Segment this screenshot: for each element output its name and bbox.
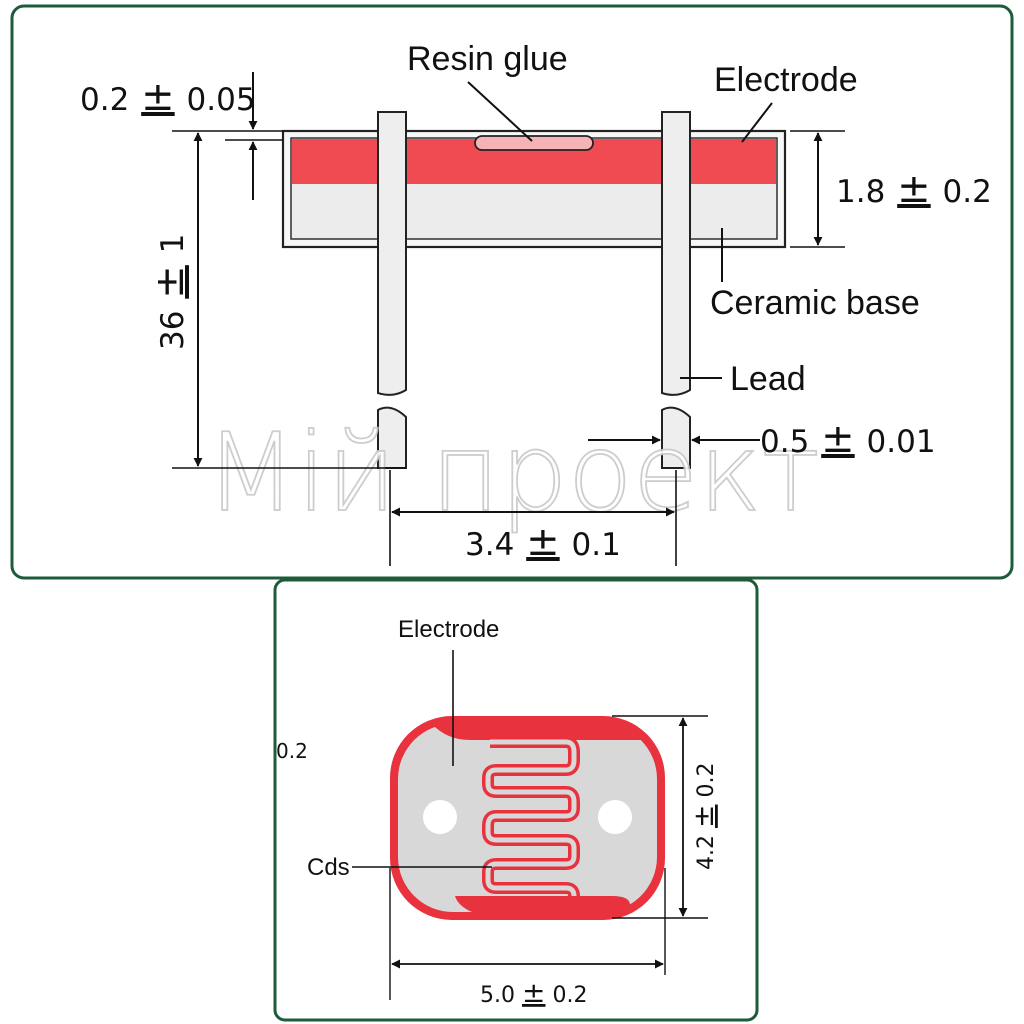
cds-track-core (485, 739, 577, 897)
label-ceramic-base: Ceramic base (710, 284, 920, 322)
dim-electrode-thickness: 0.2 ± 0.05 (80, 72, 283, 200)
dim-top-height: 4.2 ± 0.2 (612, 715, 720, 919)
pm-symbol: ± (897, 166, 931, 212)
label-resin-glue: Resin glue (407, 40, 568, 78)
dim-value: 4.2 (694, 835, 719, 870)
svg-text:1.8 ± 0.2: 1.8 ± 0.2 (836, 166, 992, 212)
dim-value: 5.0 (480, 983, 515, 1008)
dim-body-height: 1.8 ± 0.2 (790, 130, 992, 248)
lead-left (377, 111, 407, 469)
label-cds: Cds (307, 854, 350, 881)
label-lead: Lead (730, 360, 806, 398)
dim-tolerance: 0.2 (552, 983, 587, 1008)
dim-lead-length: 36 ± 1 (147, 132, 406, 469)
pm-symbol: ± (522, 976, 545, 1009)
dim-value: 3.4 (465, 527, 514, 563)
side-view-panel: Mій проект Resin glue Electrode Ceramic … (10, 4, 1014, 580)
lead-hole-left (423, 800, 457, 834)
svg-text:4.2 ± 0.2: 4.2 ± 0.2 (687, 763, 720, 870)
pm-symbol: ± (526, 519, 560, 565)
svg-text:36 ± 1: 36 ± 1 (147, 234, 193, 350)
electrode-band-bottom (455, 896, 630, 912)
dim-tolerance: 0.05 (187, 82, 256, 118)
lead-right (661, 111, 691, 469)
pm-symbol: ± (147, 265, 193, 299)
dim-tolerance: 0.1 (572, 527, 621, 563)
label-electrode: Electrode (714, 61, 858, 99)
svg-text:0.2 ± 0.05: 0.2 ± 0.05 (80, 74, 256, 120)
svg-text:3.4 ± 0.1: 3.4 ± 0.1 (465, 519, 621, 565)
dim-tolerance: 0.2 (943, 174, 992, 210)
top-view-panel: Electrode Cds 0.2 4.2 ± 0.2 5.0 ± (273, 578, 759, 1022)
dim-value: 36 (155, 311, 191, 350)
lead-hole-right (598, 800, 632, 834)
electrode-band-top (432, 724, 646, 740)
svg-text:5.0 ± 0.2: 5.0 ± 0.2 (480, 976, 587, 1009)
dim-tolerance: 0.2 (694, 763, 719, 798)
pm-symbol: ± (141, 74, 175, 120)
dim-value: 1.8 (836, 174, 885, 210)
svg-text:0.5 ± 0.01: 0.5 ± 0.01 (760, 416, 936, 462)
dim-lead-pitch: 3.4 ± 0.1 (389, 470, 677, 566)
leader-resin-glue (467, 81, 533, 142)
dim-tolerance: 1 (155, 234, 191, 254)
dim-lead-width: 0.5 ± 0.01 (588, 416, 936, 462)
resin-glue (474, 135, 594, 151)
pm-symbol: ± (687, 805, 720, 828)
watermark: Mій проект (205, 411, 820, 536)
dim-value: 0.5 (760, 424, 809, 460)
label-stray-value: 0.2 (276, 739, 308, 763)
pm-symbol: ± (821, 416, 855, 462)
label-top-electrode: Electrode (398, 616, 499, 643)
dim-tolerance: 0.01 (867, 424, 936, 460)
dim-top-width: 5.0 ± 0.2 (389, 868, 666, 1009)
dim-value: 0.2 (80, 82, 129, 118)
leader-electrode (741, 102, 773, 143)
